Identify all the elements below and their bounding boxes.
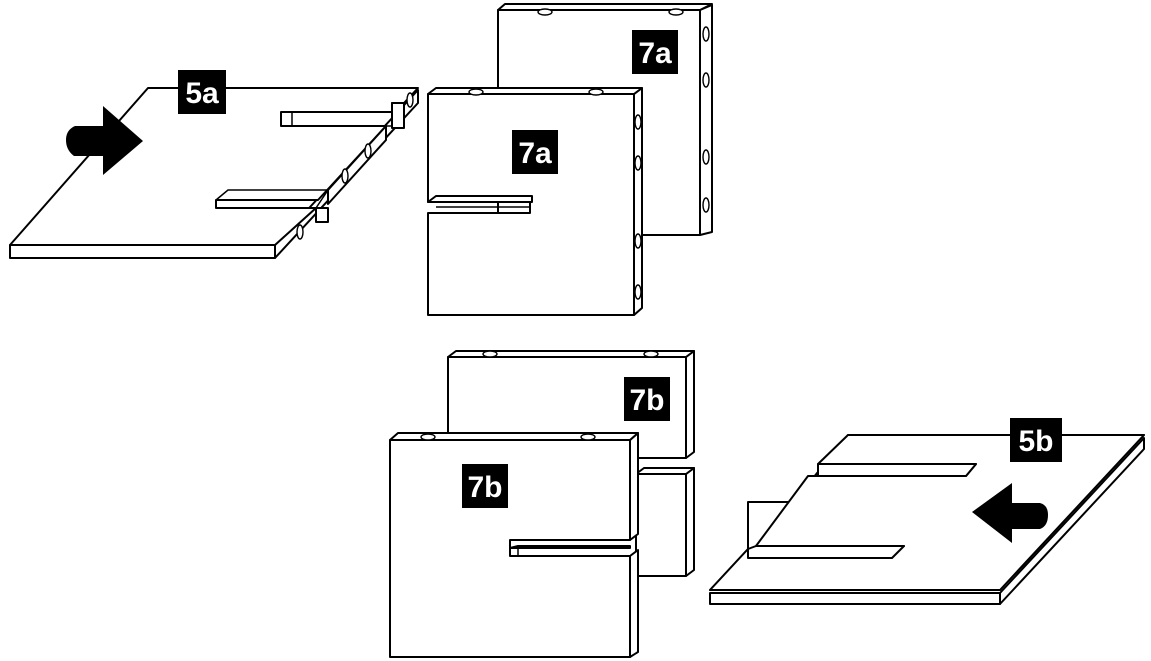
board-5a	[9, 87, 419, 259]
left-arrow-icon	[972, 483, 1048, 543]
label-5b-text: 5b	[1018, 425, 1053, 458]
label-5b: 5b	[1010, 418, 1062, 462]
label-5a-text: 5a	[185, 77, 219, 110]
label-7a-front: 7a	[512, 130, 558, 174]
label-7b-back-text: 7b	[629, 384, 664, 417]
label-7a-back-text: 7a	[638, 37, 672, 70]
label-7b-back: 7b	[624, 377, 670, 421]
label-7a-back: 7a	[632, 30, 678, 74]
panel-7b-front	[389, 432, 639, 658]
label-7b-front-text: 7b	[467, 471, 502, 504]
right-arrow-icon	[66, 106, 143, 175]
panel-7a-front	[427, 87, 643, 316]
label-7b-front: 7b	[462, 464, 508, 508]
board-5b	[709, 434, 1145, 605]
label-7a-front-text: 7a	[518, 137, 552, 170]
label-5a: 5a	[178, 70, 226, 114]
